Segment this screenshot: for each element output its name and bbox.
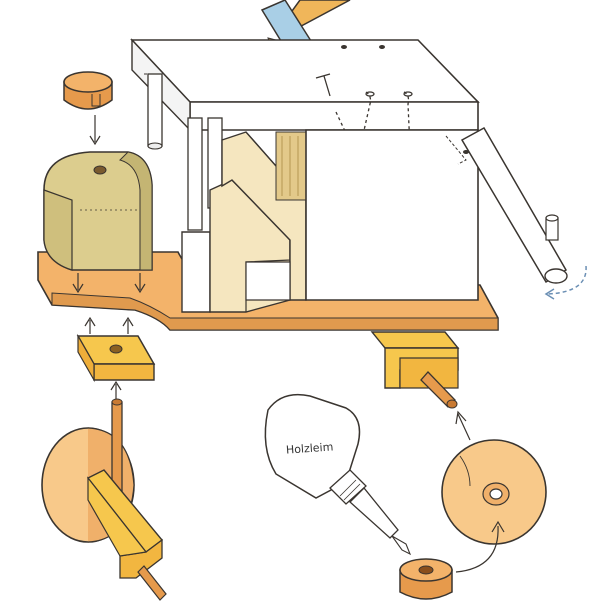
curved-arrow-icon bbox=[544, 265, 587, 300]
rear-axle-block bbox=[370, 331, 460, 389]
lever-arm bbox=[460, 126, 568, 284]
rear-axle-rod bbox=[420, 371, 458, 409]
wheel-arm-block bbox=[86, 469, 164, 579]
nail-icon bbox=[315, 73, 413, 149]
rear-wheel bbox=[441, 439, 547, 545]
white-front-box bbox=[305, 129, 479, 301]
glue-bottle-label: Holzleim bbox=[286, 440, 334, 456]
arrow-cap-to-wheel bbox=[455, 520, 505, 573]
glue-bottle-icon: Holzleim bbox=[264, 393, 412, 556]
front-axle-rod bbox=[137, 565, 167, 601]
stacked-boards bbox=[181, 131, 309, 313]
arrow-wheel-to-axle bbox=[455, 410, 471, 441]
white-top-panel bbox=[130, 38, 480, 132]
arrow-cap-to-block bbox=[72, 115, 146, 294]
motor-block bbox=[43, 151, 153, 271]
front-axle-mount bbox=[76, 333, 156, 383]
bottom-orange-cap bbox=[399, 558, 453, 600]
orange-cap bbox=[63, 71, 113, 110]
